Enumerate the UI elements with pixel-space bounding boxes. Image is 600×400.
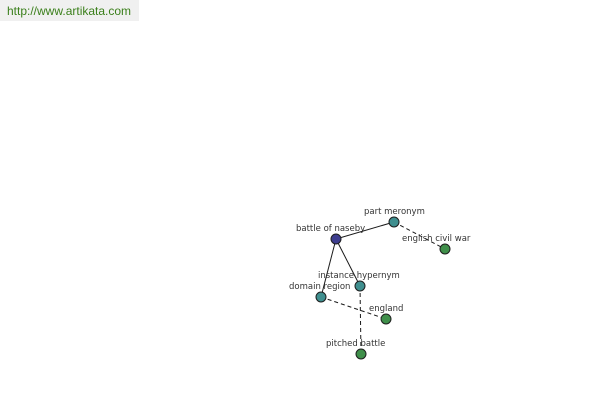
node-dot-instance-hypernym[interactable] <box>354 280 366 292</box>
node-label-battle-of-naseby: battle of naseby <box>296 224 365 234</box>
edge-part-meronym-to-english-civil-war <box>393 221 446 250</box>
edge-domain-region-to-england <box>320 296 387 320</box>
node-dot-battle-of-naseby[interactable] <box>330 233 342 245</box>
site-url-link[interactable]: http://www.artikata.com <box>7 4 132 18</box>
node-dot-pitched-battle[interactable] <box>355 348 367 360</box>
graph-nodes: battle of naseby part meronym english civi… <box>289 207 471 360</box>
node-dot-england[interactable] <box>380 313 392 325</box>
node-dot-english-civil-war[interactable] <box>439 243 451 255</box>
node-label-pitched-battle: pitched battle <box>326 339 385 349</box>
node-dot-part-meronym[interactable] <box>388 216 400 228</box>
node-label-england: england <box>369 304 403 314</box>
node-label-domain-region: domain region <box>289 282 350 292</box>
edge-battle-of-naseby-to-instance-hypernym <box>335 238 361 287</box>
node-england[interactable]: england <box>369 304 403 325</box>
node-part-meronym[interactable]: part meronym <box>364 207 425 228</box>
node-battle-of-naseby[interactable]: battle of naseby <box>296 224 365 245</box>
edge-battle-of-naseby-to-part-meronym <box>335 221 395 240</box>
site-url-bar: http://www.artikata.com <box>0 0 139 21</box>
node-label-part-meronym: part meronym <box>364 207 425 217</box>
node-label-english-civil-war: english civil war <box>402 234 471 244</box>
node-label-instance-hypernym: instance hypernym <box>318 271 400 281</box>
edge-battle-of-naseby-to-domain-region <box>320 238 337 298</box>
edge-instance-hypernym-to-pitched-battle <box>359 285 362 355</box>
node-instance-hypernym[interactable]: instance hypernym <box>318 271 400 292</box>
node-pitched-battle[interactable]: pitched battle <box>326 339 385 360</box>
node-domain-region[interactable]: domain region <box>289 282 350 303</box>
node-english-civil-war[interactable]: english civil war <box>402 234 471 255</box>
node-dot-domain-region[interactable] <box>315 291 327 303</box>
graph-edges <box>320 221 446 355</box>
